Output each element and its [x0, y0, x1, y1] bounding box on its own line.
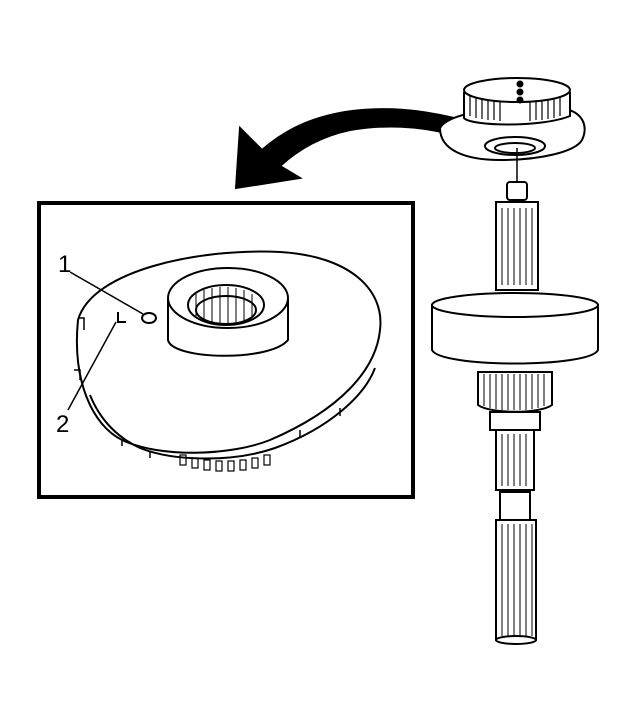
detail-inset: 1 2	[37, 201, 415, 499]
separated-clutch-hub	[438, 77, 586, 186]
callout-2-leader	[67, 321, 117, 411]
clutch-plate-detail	[74, 250, 382, 472]
removal-direction-arrow	[234, 108, 456, 190]
callout-1-label: 1	[58, 251, 71, 278]
callout-1-leader	[69, 271, 144, 315]
callout-2-label: 2	[56, 411, 69, 438]
input-shaft-assembly	[431, 181, 599, 645]
